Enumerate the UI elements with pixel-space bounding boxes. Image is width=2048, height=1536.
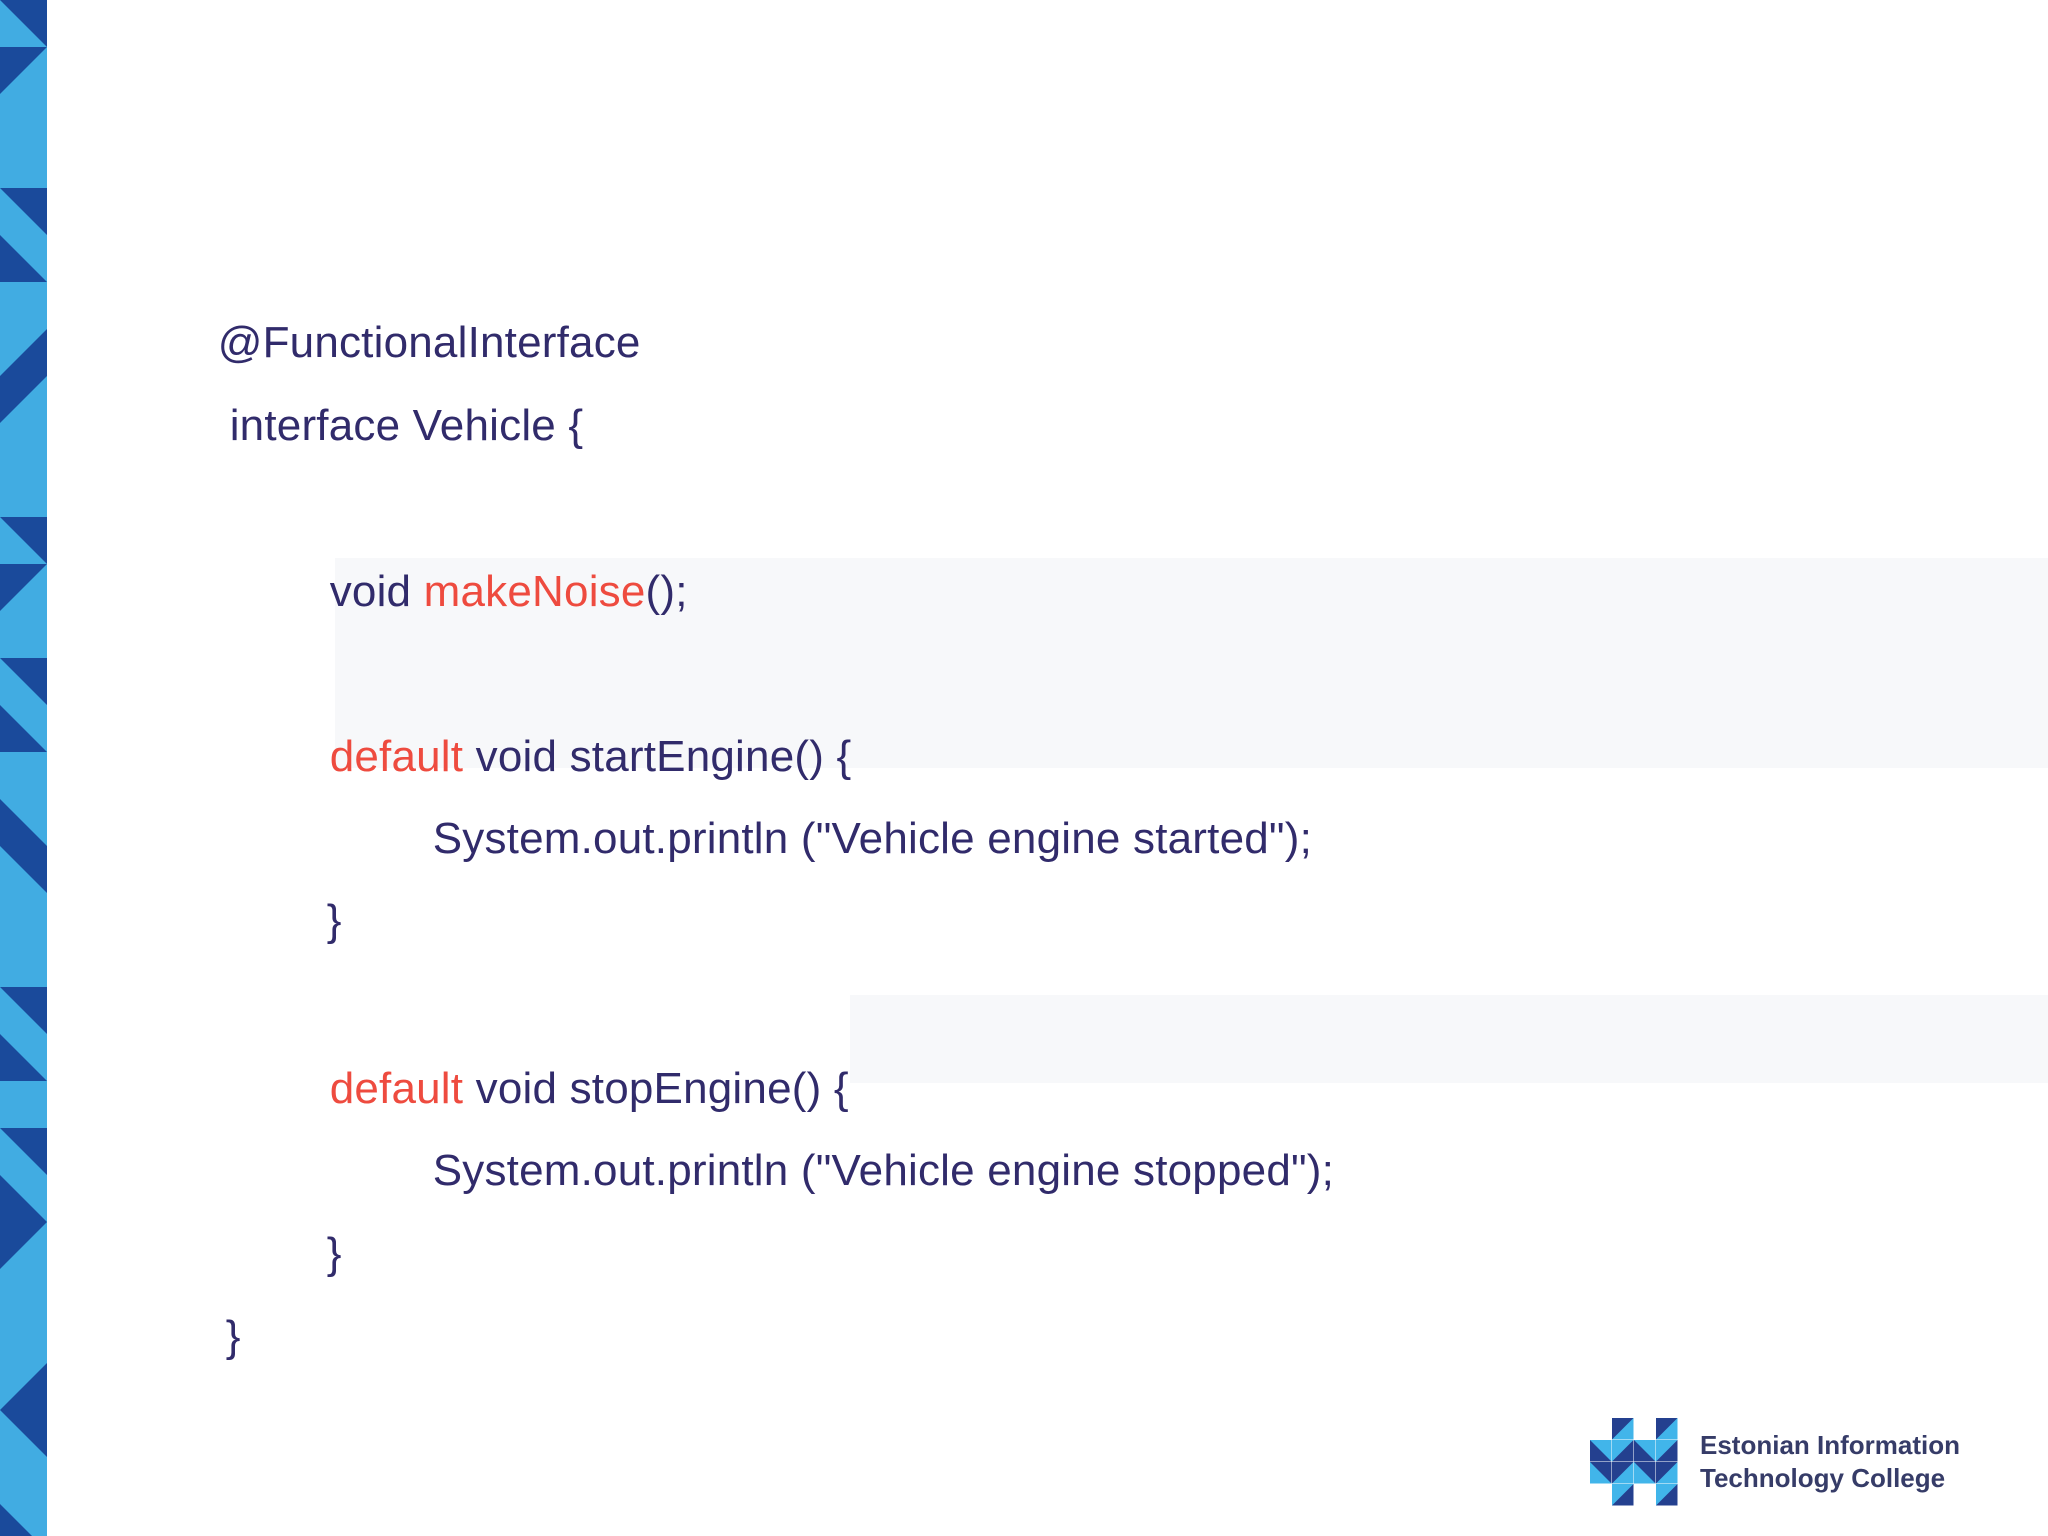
- background-panel: [335, 558, 2048, 768]
- code-token: System.out.println ("Vehicle engine stop…: [432, 1146, 1335, 1195]
- code-token-method-name: makeNoise: [423, 567, 646, 616]
- code-token: @FunctionalInterface: [217, 318, 641, 367]
- code-token: void startEngine() {: [475, 732, 852, 781]
- code-token: }: [326, 1229, 342, 1278]
- code-line-close-brace-interface: }: [176, 1271, 241, 1403]
- code-token: void: [329, 567, 424, 616]
- college-logo-text-line1: Estonian Information: [1700, 1430, 1960, 1460]
- code-line-stop-engine: default void stopEngine() {: [280, 1023, 849, 1155]
- code-line-make-noise: void makeNoise();: [280, 526, 688, 658]
- code-token-default-keyword: default: [329, 732, 476, 781]
- code-token: }: [225, 1312, 241, 1361]
- code-token: }: [326, 896, 342, 945]
- code-token: ();: [645, 567, 688, 616]
- code-line-close-brace-stop-engine: }: [277, 1188, 342, 1320]
- college-logo-text-line2: Technology College: [1700, 1463, 1946, 1493]
- code-line-close-brace-start-engine: }: [277, 855, 342, 987]
- code-line-println-started: System.out.println ("Vehicle engine star…: [383, 773, 1312, 905]
- code-token-default-keyword: default: [329, 1064, 476, 1113]
- code-line-println-stopped: System.out.println ("Vehicle engine stop…: [383, 1105, 1334, 1237]
- code-line-annotation: @FunctionalInterface: [168, 277, 641, 409]
- code-token: void stopEngine() {: [475, 1064, 849, 1113]
- sidebar-triangle-pattern: [0, 0, 47, 1536]
- college-logo-text: Estonian Information Technology College: [1700, 1429, 1960, 1495]
- code-token: System.out.println ("Vehicle engine star…: [432, 814, 1313, 863]
- college-logo: Estonian Information Technology College: [1590, 1418, 1960, 1506]
- code-token: interface Vehicle {: [229, 401, 584, 450]
- hashtag-logo-icon: [1590, 1418, 1678, 1506]
- code-line-start-engine: default void startEngine() {: [280, 691, 851, 823]
- background-panel: [850, 995, 2048, 1083]
- code-line-interface-declaration: interface Vehicle {: [180, 360, 583, 492]
